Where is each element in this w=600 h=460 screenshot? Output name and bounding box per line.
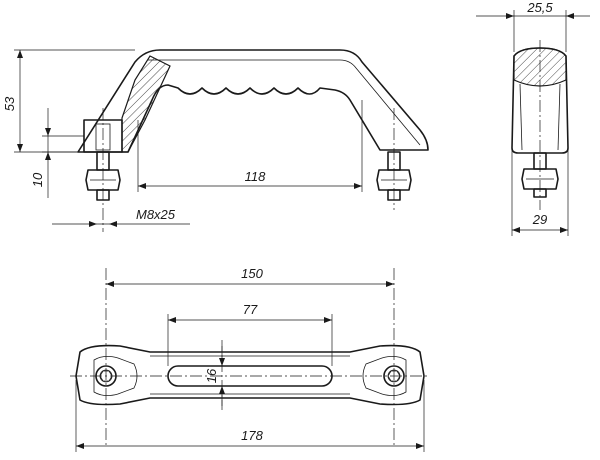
handle-section-hatch [121,55,171,153]
dim-base-width: 29 [532,212,547,227]
dim-inner-width: 118 [245,169,266,184]
dim-thread-length: 10 [30,172,45,187]
dim-slot-length: 77 [243,302,258,317]
dim-top-width: 25,5 [526,0,553,15]
dim-overall-length: 178 [241,428,263,443]
side-view: 25,5 29 [476,0,590,236]
left-nut [85,169,121,191]
right-boss [362,356,407,396]
right-hole [383,365,405,387]
handle-bevel-line [148,59,421,146]
right-nut [376,169,412,191]
handle-outline [77,49,429,153]
top-outline [75,344,425,406]
front-view: 53 10 M8x25 118 [2,49,429,232]
dim-height-total: 53 [2,96,17,111]
left-boss [93,356,138,396]
dim-slot-width: 16 [204,368,219,383]
dim-thread-spec: M8x25 [136,207,176,222]
top-view: 150 77 16 178 [70,266,430,452]
dim-hole-spacing: 150 [241,266,263,281]
side-nut [521,168,559,190]
